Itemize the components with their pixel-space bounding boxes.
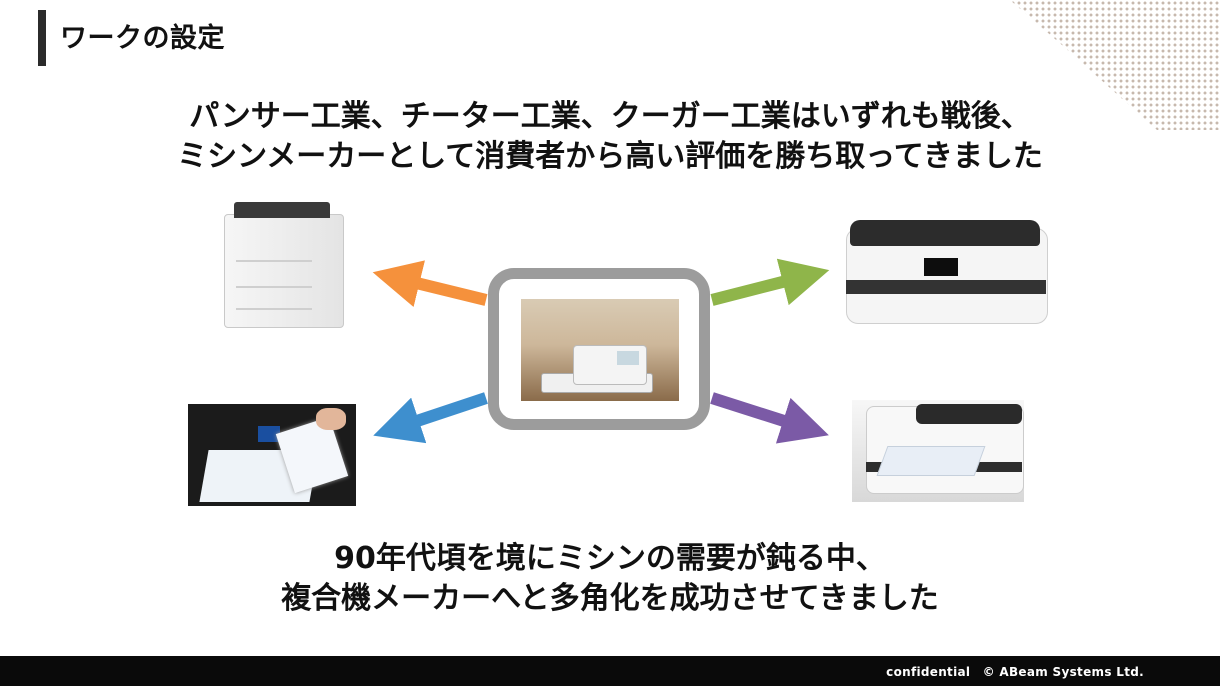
headline-line-1: パンサー工業、チーター工業、クーガー工業はいずれも戦後、 [189,99,1031,134]
arrow-top-left [372,260,488,308]
sewing-machine-frame [488,268,710,430]
subline-line-1: 90年代頃を境にミシンの需要が鈍る中、 [334,541,886,576]
arrow-top-right [710,258,830,306]
subline-line-2: 複合機メーカーへと多角化を成功させてきました [281,581,939,616]
sewing-machine-screen [617,351,639,365]
arrow-bottom-left [373,392,488,444]
footer-copyright: confidential © ABeam Systems Ltd. [886,665,1144,679]
inkjet-mfp-image [840,212,1052,324]
title-accent-bar [38,10,46,66]
sewing-machine-image [521,299,679,401]
arrow-bottom-right [710,392,829,444]
headline-line-2: ミシンメーカーとして消費者から高い評価を勝ち取ってきました [177,139,1043,174]
mfp-paper-image [852,400,1024,502]
slide-title: ワークの設定 [60,23,225,54]
printer-output-image [188,404,356,506]
footer-bar: confidential © ABeam Systems Ltd. [0,656,1220,686]
laser-printer-image [220,198,346,330]
